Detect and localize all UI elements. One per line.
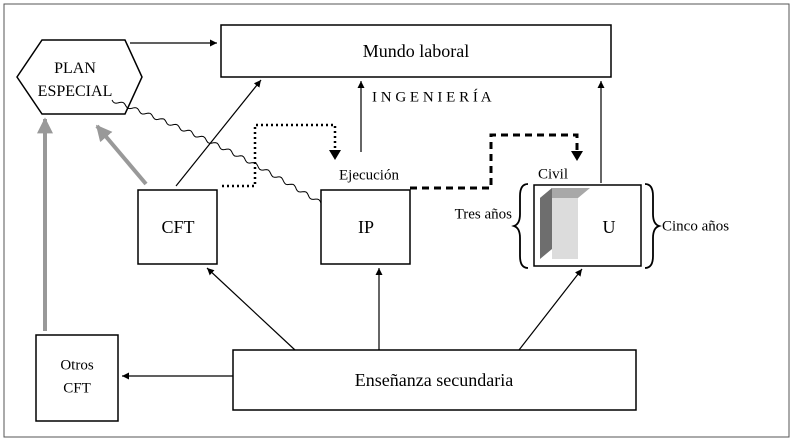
cube-icon xyxy=(540,188,590,259)
arrow-secundaria-to-u xyxy=(518,268,583,351)
tres-anos-label: Tres años xyxy=(454,206,512,223)
mundo-laboral-box xyxy=(220,24,612,78)
cft-label: CFT xyxy=(161,217,195,237)
dashed-arrowhead xyxy=(571,151,583,161)
mundo-laboral-label: Mundo laboral xyxy=(362,41,470,61)
ejecucion-label: Ejecución xyxy=(339,167,399,184)
thick-arrow-cft-to-plan xyxy=(95,124,148,186)
left-brace xyxy=(511,183,529,269)
arrow-secundaria-to-cft xyxy=(206,267,296,351)
dotted-path-cft-to-ejecucion xyxy=(222,123,337,188)
wavy-line-plan-to-ip xyxy=(111,99,322,204)
ensenanza-secundaria-box xyxy=(232,349,637,411)
ensenanza-secundaria-label: Enseñanza secundaria xyxy=(354,370,514,390)
ingenieria-label: I N G E N I E R Í A xyxy=(372,89,492,106)
cinco-anos-label: Cinco años xyxy=(662,218,730,235)
plan-especial-hexagon xyxy=(16,39,143,115)
outer-frame xyxy=(3,3,790,438)
civil-label: Civil xyxy=(537,166,569,183)
u-label: U xyxy=(602,217,616,237)
arrow-cft-to-mundo xyxy=(175,79,262,187)
plan-especial-label-line2: ESPECIAL xyxy=(37,83,113,100)
right-brace xyxy=(644,183,662,269)
otros-cft-label-line1: Otros xyxy=(60,357,94,374)
cube-side-face xyxy=(540,188,552,259)
cube-front-face xyxy=(552,198,578,259)
dotted-arrowhead xyxy=(329,150,341,160)
cft-box xyxy=(137,189,218,265)
cube-top-face xyxy=(540,188,590,198)
dashed-path-ip-to-civil xyxy=(410,133,579,190)
ip-label: IP xyxy=(357,217,375,237)
ip-box xyxy=(320,189,411,265)
otros-cft-box xyxy=(35,334,119,422)
otros-cft-label-line2: CFT xyxy=(63,380,91,397)
plan-especial-label-line1: PLAN xyxy=(54,60,96,77)
